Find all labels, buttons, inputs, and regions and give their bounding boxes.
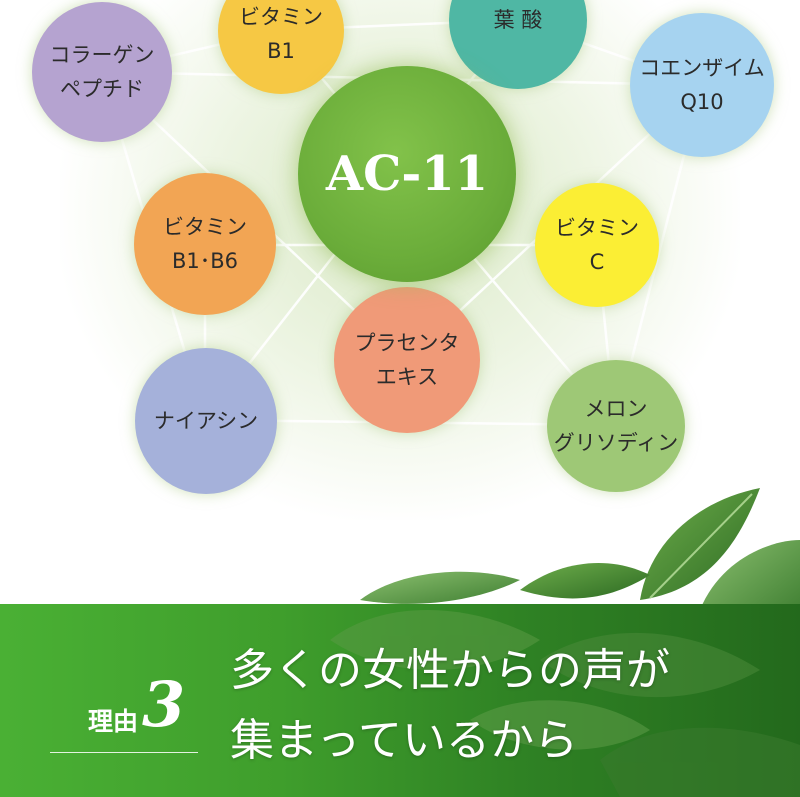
leaf-shape	[520, 563, 650, 599]
headline-line: 多くの女性からの声が	[230, 645, 670, 696]
node-label-line: ペプチド	[60, 77, 144, 101]
center-label: AC-11	[325, 146, 489, 202]
node-label-line: コラーゲン	[49, 43, 155, 67]
reason-underline	[50, 752, 198, 753]
leaf-shape	[470, 700, 650, 750]
leaf-shape	[600, 727, 800, 797]
node-center-ac11: AC-11	[298, 66, 516, 282]
node-label-line: 葉 酸	[493, 8, 543, 32]
leaf-shape	[360, 571, 520, 604]
node-label-line: プラセンタ	[354, 331, 460, 355]
node-label-line: ビタミン	[555, 216, 639, 240]
reason-label: 理由	[88, 707, 139, 736]
leaf-shape	[540, 632, 760, 698]
node-label-line: メロン	[584, 397, 648, 421]
banner-headline: 多くの女性からの声が 集まっているから	[230, 636, 670, 776]
headline-line: 集まっているから	[230, 715, 579, 766]
node-collagen-peptide: コラーゲン ペプチド	[32, 2, 172, 142]
node-melon-gliadin: メロン グリソディン	[547, 360, 685, 492]
node-placenta-extract: プラセンタ エキス	[334, 287, 480, 433]
node-label-line: B1･B6	[171, 249, 239, 273]
node-vitamin-b1-b6: ビタミン B1･B6	[134, 173, 276, 315]
node-label-line: ナイアシン	[153, 409, 259, 433]
node-vitamin-c: ビタミン C	[535, 183, 659, 307]
node-label-line: ビタミン	[163, 215, 247, 239]
node-label-line: ビタミン	[239, 5, 323, 29]
leaf-shape	[700, 540, 800, 620]
node-label-line: コエンザイム	[639, 56, 765, 80]
node-label-line: エキス	[375, 365, 439, 389]
node-label-line: Q10	[680, 90, 724, 114]
node-label-line: グリソディン	[553, 431, 679, 455]
node-label-line: C	[589, 250, 605, 274]
leaf-shape	[330, 610, 540, 670]
reason-number: 3	[142, 668, 186, 741]
node-label-line: B1	[267, 39, 295, 63]
node-niacin: ナイアシン	[135, 348, 277, 494]
node-coenzyme-q10: コエンザイム Q10	[630, 13, 774, 157]
